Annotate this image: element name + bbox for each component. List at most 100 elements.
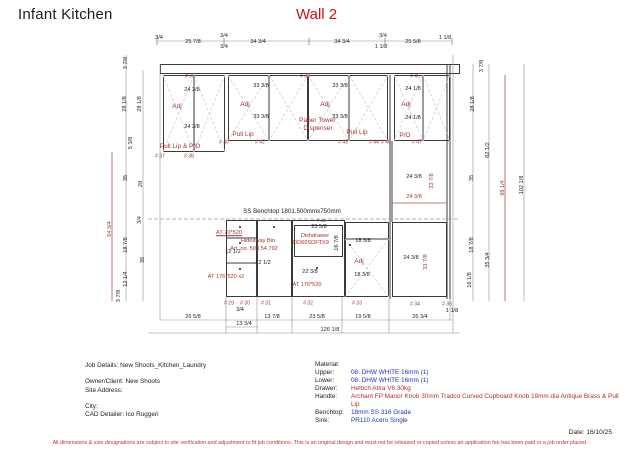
cabinet-label: # 44 bbox=[369, 139, 379, 146]
material-row: Lower: 08: DHW WHITE 16mm (1) bbox=[315, 377, 625, 385]
dimension-label: 25 5/8 bbox=[405, 39, 421, 46]
cabinet-label: Pull Lip bbox=[232, 130, 254, 138]
drawing-line bbox=[348, 74, 389, 142]
cabinet-label: 33 7/8 bbox=[423, 254, 430, 270]
material-label: Upper: bbox=[315, 368, 335, 376]
cabinet-label: 24 3/8 bbox=[406, 194, 422, 201]
cabinet-label: # 32 bbox=[303, 300, 313, 307]
cabinet-label: # 40 bbox=[219, 139, 229, 146]
dimension-label: 1 1/8 bbox=[445, 308, 459, 315]
drawing-lines bbox=[111, 38, 525, 334]
cabinet-box bbox=[257, 220, 292, 297]
cabinet-label: Paper Towel bbox=[299, 116, 335, 124]
dimension-label: 23 5/8 bbox=[311, 224, 327, 231]
cabinet-box bbox=[228, 75, 308, 141]
cabinet-box bbox=[226, 220, 257, 297]
drawing-line bbox=[344, 238, 390, 298]
dimension-label: 29 bbox=[138, 180, 145, 188]
dimension-label: 19 5/8 bbox=[355, 314, 371, 321]
dimension-label: 22 3/8 bbox=[302, 269, 318, 276]
dimension-label: 18 7/8 bbox=[469, 237, 476, 253]
drawing-line bbox=[307, 74, 350, 142]
cabinet-label: DD60SDFTX9 bbox=[293, 240, 329, 247]
drawing-line bbox=[227, 74, 270, 142]
cabinet-label: Pull Lip bbox=[346, 128, 368, 136]
knob-dot bbox=[349, 244, 351, 246]
cabinet-label: # 38 bbox=[184, 153, 194, 160]
material-value: PR110 Acero Single bbox=[351, 416, 408, 424]
material-label: Lower: bbox=[315, 376, 335, 384]
cabinet-label: # 45 bbox=[410, 73, 420, 80]
dimension-label: 18 3/8 bbox=[354, 272, 370, 279]
cabinet-label: # 42 bbox=[255, 139, 265, 146]
cabinet-label: Adj bbox=[354, 257, 364, 265]
project-title: Infant Kitchen bbox=[18, 6, 113, 23]
cabinet-label: AT 176*520 x2 bbox=[207, 274, 245, 281]
dimension-label: 1 1/8 bbox=[438, 35, 452, 42]
city: City: bbox=[85, 403, 98, 411]
dimension-label: 12 1/4 bbox=[123, 271, 130, 287]
dimension-label: 34 3/4 bbox=[334, 39, 350, 46]
cabinet-label: Art. no. 503.54.792 bbox=[230, 246, 278, 253]
drawing-line bbox=[422, 74, 451, 142]
cabinet-label: # 46 bbox=[381, 139, 391, 146]
cabinet-label: # 39 bbox=[300, 73, 310, 80]
cabinet-box bbox=[308, 75, 388, 141]
cabinet-box bbox=[345, 222, 389, 297]
cabinet-label: # 41 bbox=[316, 217, 326, 223]
dimension-label: 5 3/8 bbox=[128, 136, 135, 150]
cabinet-label: Dispenser bbox=[303, 124, 333, 132]
dimension-label: 12 1/2 bbox=[225, 249, 241, 256]
dimension-label: 33 3/8 bbox=[253, 83, 269, 90]
dimension-label: 13 3/4 bbox=[236, 321, 252, 328]
drawing-line bbox=[162, 74, 195, 153]
dimension-label: 33 3/8 bbox=[332, 83, 348, 90]
dimension-label: 26 3/4 bbox=[412, 314, 428, 321]
cabinet-label: Pull Lip & P/O bbox=[159, 142, 201, 150]
dimension-label: 33 3/8 bbox=[332, 114, 348, 121]
material-value: 18mm SS 316 Grade bbox=[351, 408, 412, 416]
knob-dot bbox=[239, 242, 241, 244]
cabinet-label: # 30 bbox=[240, 300, 250, 307]
cabinet-label: Adj bbox=[320, 100, 330, 108]
cabinet-label: Adj bbox=[172, 102, 182, 110]
material-row: Benchtop:18mm SS 316 Grade bbox=[315, 409, 625, 417]
material-value: 08: DHW WHITE 16mm (1) bbox=[351, 376, 429, 384]
dimension-label: 12 1/2 bbox=[255, 260, 271, 267]
cabinet-label: Dishdrawer bbox=[300, 233, 330, 240]
dimension-label: 23 5/8 bbox=[309, 314, 325, 321]
cabinet-label: # 29 bbox=[224, 300, 234, 307]
cabinet-box bbox=[292, 220, 345, 297]
dimension-label: 35 bbox=[140, 256, 147, 264]
drawing-line bbox=[307, 74, 350, 142]
materials-rows: Upper: 08: DHW WHITE 16mm (1)Lower: 08: DH… bbox=[315, 369, 625, 425]
dimension-label: 1 1/8 bbox=[374, 44, 388, 51]
dimension-label: 18 3/8 bbox=[355, 238, 371, 245]
job-info-block: Job Details: New Shoots_Kitchen_Laundry … bbox=[85, 362, 206, 420]
knob-dot bbox=[273, 226, 275, 228]
knob-dot bbox=[239, 226, 241, 228]
material-row: Drawer:Hettich Atira V6 30kg bbox=[315, 385, 625, 393]
dimension-label: 26 5/8 bbox=[185, 314, 201, 321]
dimension-label: 25 7/8 bbox=[185, 39, 201, 46]
material-label: Handle: bbox=[315, 392, 338, 400]
cad-detailer: CAD Detailer: Ico Ruggeri bbox=[85, 411, 159, 419]
dimension-label: 13 7/8 bbox=[264, 314, 280, 321]
dimension-label: 24 3/8 bbox=[184, 124, 200, 131]
drawing-line bbox=[348, 74, 389, 142]
dimension-label: 3/4 bbox=[155, 35, 163, 42]
material-label: Sink: bbox=[315, 416, 330, 424]
material-value: Hettich Atira V6 30kg bbox=[351, 384, 411, 392]
drawing-line bbox=[227, 74, 270, 142]
dimension-label: 35 bbox=[123, 174, 130, 182]
dimension-label: 16 7/8 bbox=[334, 235, 341, 251]
dimension-label: 24 3/8 bbox=[403, 255, 419, 262]
drawing-line bbox=[393, 74, 424, 142]
drawing-line bbox=[193, 74, 226, 153]
materials-title: Material: bbox=[315, 361, 340, 368]
dimension-label: 3/4 bbox=[379, 33, 387, 40]
dimension-label: 18 7/8 bbox=[123, 237, 130, 253]
drawing-line bbox=[268, 74, 309, 142]
dimension-label: 126 1/8 bbox=[320, 327, 340, 334]
